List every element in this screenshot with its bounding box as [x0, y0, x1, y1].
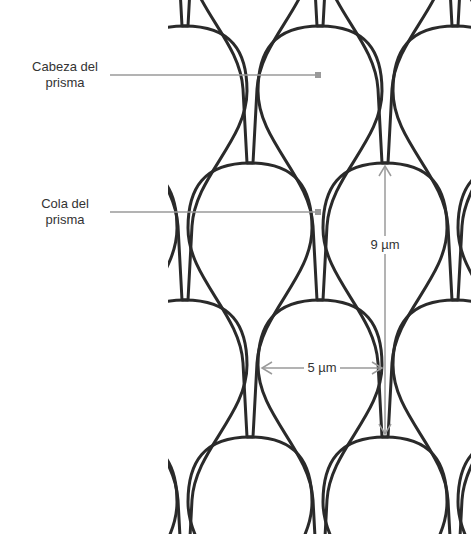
prism-outline	[188, 163, 312, 437]
prism-outline	[258, 0, 382, 26]
arrowhead	[262, 362, 272, 374]
prism-outline	[188, 0, 312, 163]
leader-line	[110, 74, 316, 76]
prism-outline	[323, 163, 447, 437]
prism-outline	[323, 0, 447, 163]
prism-outline	[258, 26, 382, 300]
dimension-line	[384, 166, 386, 434]
prism-outline	[458, 0, 471, 163]
prism-outline	[323, 437, 447, 534]
prism-outline	[168, 300, 247, 534]
leader-end	[315, 209, 321, 215]
arrowhead	[379, 424, 391, 434]
prism-outline	[458, 437, 471, 534]
dimension-label: 9 µm	[367, 236, 402, 254]
prism-outline	[168, 437, 177, 534]
arrowhead	[372, 362, 382, 374]
leader-end	[315, 72, 321, 78]
prism-outline	[393, 26, 471, 300]
leader-line	[110, 211, 316, 213]
prism-outline	[168, 0, 177, 163]
prism-outline	[258, 300, 382, 534]
dimension-label: 5 µm	[304, 359, 339, 377]
part-label: Cola del prisma	[26, 196, 104, 228]
prism-outline	[188, 437, 312, 534]
part-label: Cabeza del prisma	[26, 59, 104, 91]
arrowhead	[379, 166, 391, 176]
enamel-prisms	[168, 0, 471, 534]
